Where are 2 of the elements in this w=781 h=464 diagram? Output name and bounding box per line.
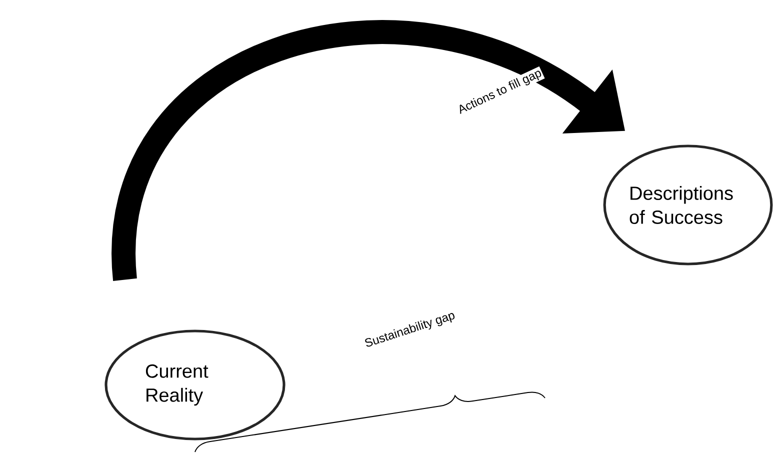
ellipse-node: Descriptions of Success bbox=[603, 144, 773, 266]
ellipse-node: Current Reality bbox=[104, 330, 286, 440]
